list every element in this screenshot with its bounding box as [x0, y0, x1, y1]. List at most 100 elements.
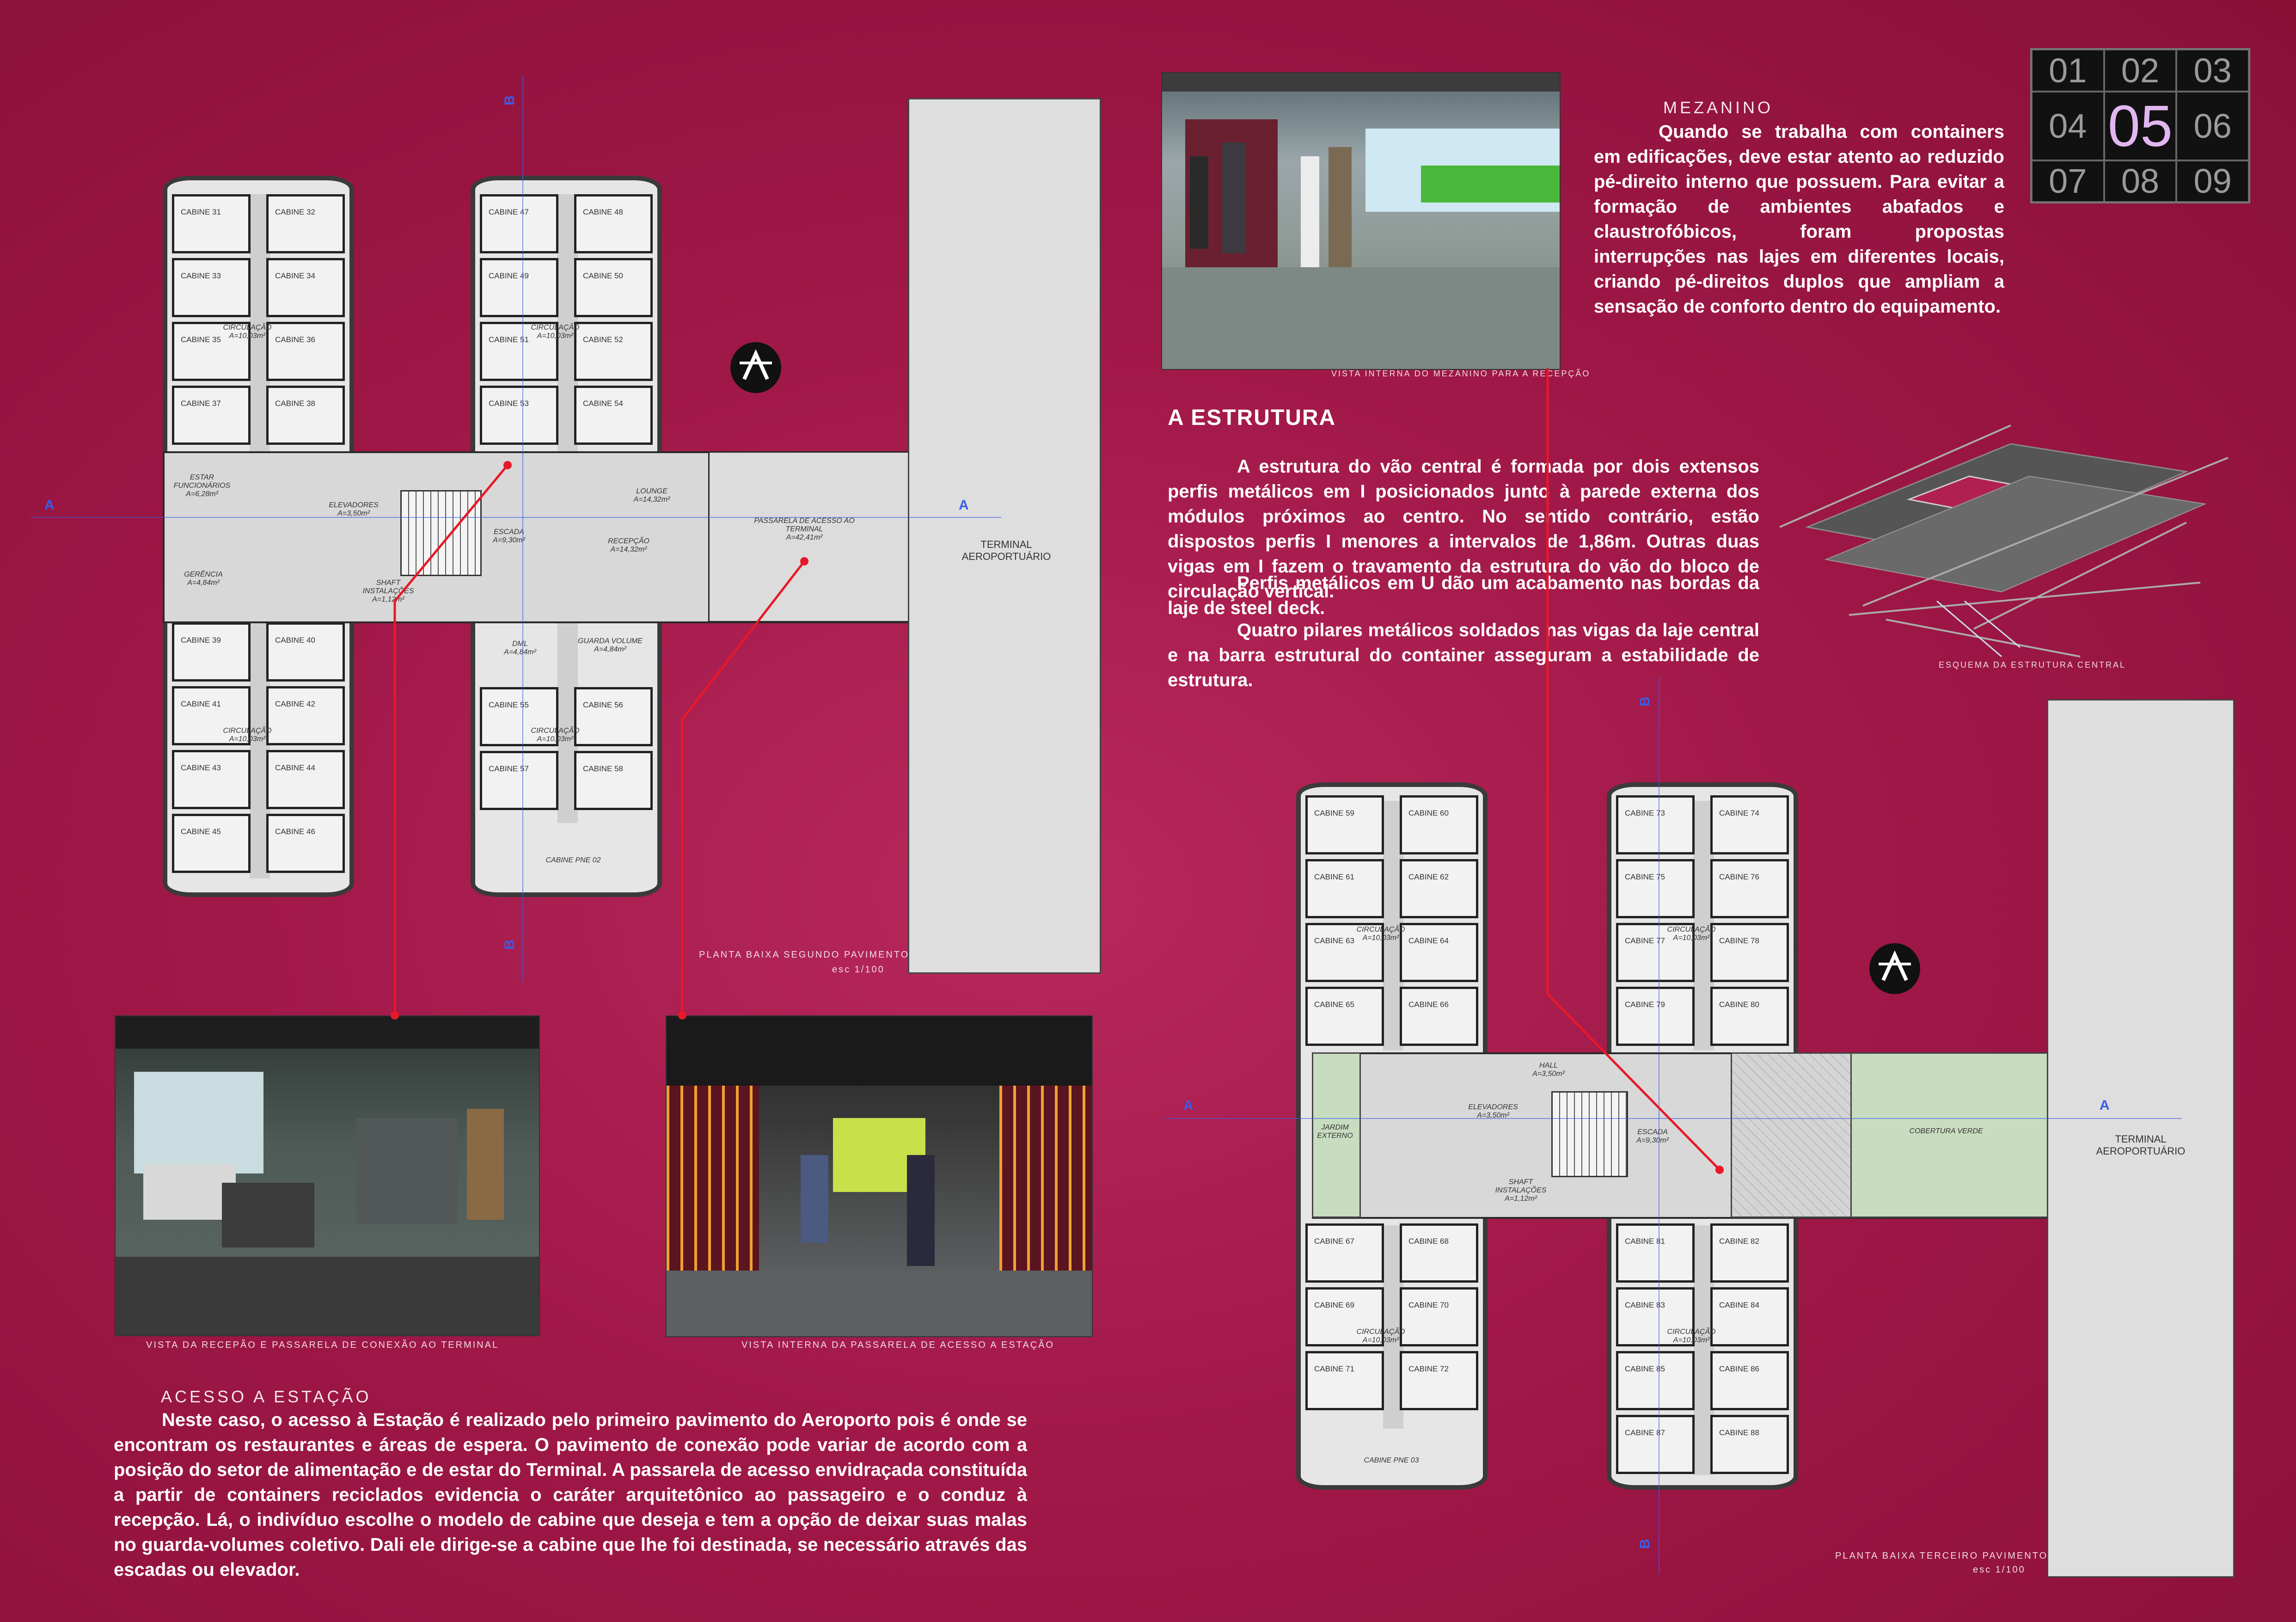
cabin: CABINE 40 — [266, 622, 345, 682]
cabin: CABINE 47 — [480, 194, 558, 253]
plan2-section-a-line — [31, 517, 1001, 518]
cabin: CABINE 58 — [574, 751, 653, 810]
page-nav-07[interactable]: 07 — [2032, 160, 2104, 202]
cabin: CABINE 51 — [480, 322, 558, 381]
cabin: CABINE 65 — [1305, 987, 1384, 1046]
acesso-title: ACESSO A ESTAÇÃO — [161, 1387, 372, 1406]
cabin: CABINE 71 — [1305, 1351, 1384, 1410]
cabin: CABINE 72 — [1400, 1351, 1478, 1410]
cabin: CABINE 31 — [172, 194, 251, 253]
cabin: CABINE 43 — [172, 750, 251, 809]
cabin: CABINE 76 — [1710, 859, 1789, 918]
cabin: CABINE 42 — [266, 686, 345, 745]
cabin: CABINE 44 — [266, 750, 345, 809]
recepcao-render-photo — [115, 1015, 540, 1336]
estrutura-schematic — [1779, 424, 2229, 657]
cabin: CABINE 85 — [1616, 1351, 1695, 1410]
cabin: CABINE 80 — [1710, 987, 1789, 1046]
cabin: CABINE 36 — [266, 322, 345, 381]
leader-dot — [391, 1011, 399, 1020]
page-nav-08[interactable]: 08 — [2104, 160, 2177, 202]
leader-dot — [800, 557, 808, 565]
armchair — [222, 1183, 314, 1247]
mezanino-render-photo — [1161, 72, 1561, 370]
cabin: CABINE 81 — [1616, 1223, 1695, 1283]
cabin: CABINE 45 — [172, 814, 251, 873]
plan2-section-a-left: A — [44, 498, 55, 513]
mezanino-title: MEZANINO — [1663, 98, 1774, 117]
leader-passarela — [681, 560, 805, 1015]
person-figure — [1329, 147, 1352, 267]
schematic-beam — [1862, 457, 2229, 607]
plan3-section-a-line — [1165, 1118, 2182, 1119]
person-figure — [1190, 156, 1208, 249]
estrutura-paragraph-1: A estrutura do vão central é formada por… — [1168, 456, 1759, 602]
plan3-title: PLANTA BAIXA TERCEIRO PAVIMENTO — [1835, 1551, 2048, 1561]
estrutura-diagram-caption: ESQUEMA DA ESTRUTURA CENTRAL — [1939, 660, 2126, 670]
plan2-left-top-col-a: CABINE 31 CABINE 33 CABINE 35 CABINE 37 — [172, 194, 251, 445]
plan3-terminal-label: TERMINAL AEROPORTUÁRIO — [2096, 1133, 2186, 1157]
plan3-left-top-col-a: CABINE 59 CABINE 61 CABINE 63 CABINE 65 — [1305, 795, 1384, 1046]
cabin: CABINE 68 — [1400, 1223, 1478, 1283]
page-nav-03[interactable]: 03 — [2176, 49, 2249, 92]
page-nav-06[interactable]: 06 — [2176, 91, 2249, 160]
page-nav-02[interactable]: 02 — [2104, 49, 2177, 92]
schematic-beam — [1849, 582, 2201, 616]
acesso-text: Neste caso, o acesso à Estação é realiza… — [114, 1410, 1027, 1580]
cabin: CABINE 57 — [480, 751, 558, 810]
page-nav-05-active[interactable]: 05 — [2104, 91, 2177, 160]
person-figure — [801, 1155, 828, 1243]
plan2-cabin-pne: CABINE PNE 02 — [545, 856, 601, 864]
plan3-scale: esc 1/100 — [1973, 1565, 2026, 1575]
leader-dot — [678, 1011, 686, 1020]
plan2-section-a-right: A — [959, 498, 969, 513]
green-roof-view — [1421, 166, 1560, 203]
schematic-beam — [1886, 619, 2081, 657]
plan2-left-top-col-b: CABINE 32 CABINE 34 CABINE 36 CABINE 38 — [266, 194, 345, 445]
cabin: CABINE 46 — [266, 814, 345, 873]
cabin: CABINE 55 — [480, 687, 558, 746]
page-nav-01[interactable]: 01 — [2032, 49, 2104, 92]
cabin: CABINE 33 — [172, 258, 251, 317]
leader-dot — [1715, 1166, 1724, 1174]
schematic-beam — [1779, 424, 2011, 528]
schematic-beam — [1973, 522, 2187, 630]
page-nav-09[interactable]: 09 — [2176, 160, 2249, 202]
cabin: CABINE 79 — [1616, 987, 1695, 1046]
estrutura-paragraph-3: Quatro pilares metálicos soldados nas vi… — [1168, 620, 1759, 690]
person-figure — [1301, 156, 1319, 267]
cabin: CABINE 56 — [574, 687, 653, 746]
plan2-right-bottom-col-a: CABINE 55 CABINE 57 — [480, 687, 558, 810]
cabin: CABINE 52 — [574, 322, 653, 381]
cabin: CABINE 59 — [1305, 795, 1384, 854]
cabin: CABINE 32 — [266, 194, 345, 253]
person-figure — [467, 1109, 504, 1220]
cabin: CABINE 50 — [574, 258, 653, 317]
plan3-right-top-col-b: CABINE 74 CABINE 76 CABINE 78 CABINE 80 — [1710, 795, 1789, 1046]
plan3-north-arrow-icon — [1869, 943, 1920, 994]
cabin: CABINE 75 — [1616, 859, 1695, 918]
plan2-walkway — [708, 451, 914, 622]
plan2-right-top-col-a: CABINE 47 CABINE 49 CABINE 51 CABINE 53 — [480, 194, 558, 445]
cabin: CABINE 35 — [172, 322, 251, 381]
cabin: CABINE 67 — [1305, 1223, 1384, 1283]
mezanino-photo-caption: VISTA INTERNA DO MEZANINO PARA A RECEPÇÃ… — [1331, 369, 1591, 378]
cabin: CABINE 48 — [574, 194, 653, 253]
plan3-cobertura-verde — [1849, 1052, 2051, 1218]
estrutura-paragraph-2: Perfis metálicos em U dão um acabamento … — [1168, 573, 1759, 618]
plan3-section-a-left: A — [1183, 1098, 1194, 1113]
page-nav-04[interactable]: 04 — [2032, 91, 2104, 160]
plan3-jardim-externo — [1312, 1052, 1361, 1218]
cabin: CABINE 39 — [172, 622, 251, 682]
